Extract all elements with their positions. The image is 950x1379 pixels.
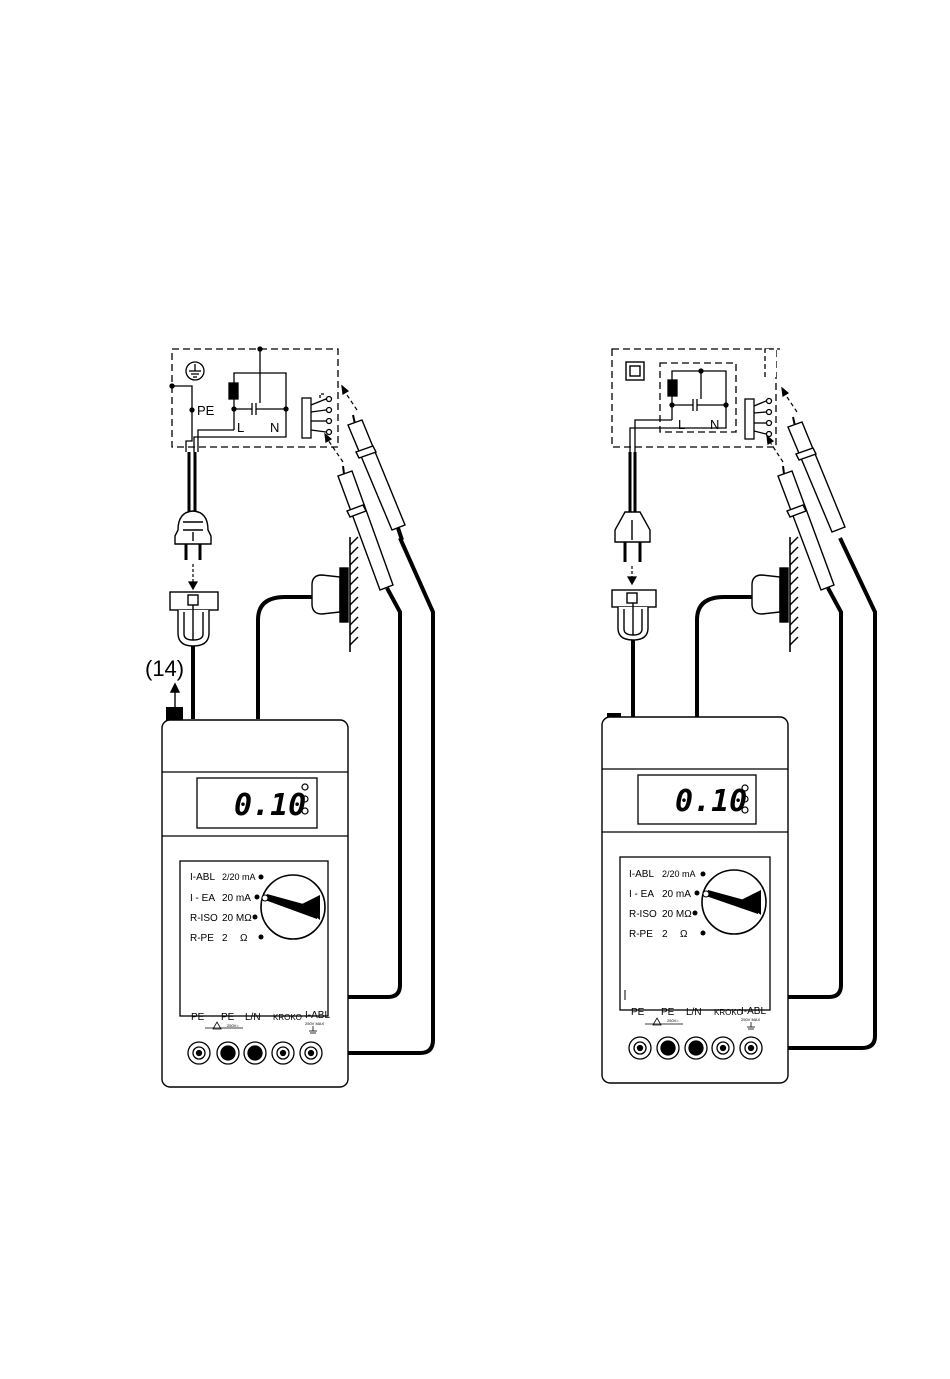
range-value: 20 MΩ — [222, 913, 252, 924]
left-setup: PE L N — [145, 347, 433, 1087]
terminal-label: L/N — [245, 1012, 261, 1023]
right-n-label: N — [710, 417, 719, 432]
right-earth-clamp — [752, 537, 798, 652]
left-tester-instrument: 0.10 I-ABL 2/20 mA I - EA 20 mA R-ISO 20… — [162, 720, 348, 1087]
left-mains-cable — [189, 452, 195, 512]
left-internal-circuit — [170, 347, 288, 452]
left-range-selector-knob[interactable] — [261, 875, 325, 939]
range-value: 2/20 mA — [662, 869, 696, 879]
terminal-label: L/N — [686, 1007, 702, 1018]
right-clamp-cable — [697, 597, 752, 719]
right-setup: L N — [602, 349, 875, 1083]
left-display-value: 0.10 — [234, 788, 306, 823]
range-value: 2 — [662, 929, 668, 940]
range-unit: Ω — [240, 933, 248, 944]
range-value: 2/20 mA — [222, 872, 256, 882]
left-n-label: N — [270, 420, 279, 435]
right-tester-instrument: 0.10 I-ABL 2/20 mA I - EA 20 mA R-ISO 20… — [602, 717, 788, 1083]
left-socket-adapter — [170, 592, 218, 646]
terminal-label: KROKO — [273, 1013, 302, 1022]
protection-class-ii-icon — [626, 362, 644, 380]
right-l-label: L — [678, 417, 685, 432]
left-device-under-test: PE L N — [170, 347, 357, 462]
left-fuse-knob — [166, 707, 183, 720]
range-value: 20 MΩ — [662, 909, 692, 920]
left-pointer-arrow — [171, 684, 179, 708]
terminal-label: I-ABL — [741, 1006, 766, 1017]
earth-symbol-icon — [186, 362, 204, 380]
terminal-sub: 250V= — [227, 1023, 239, 1028]
range-name: I-ABL — [190, 872, 215, 883]
range-name: R-PE — [190, 933, 214, 944]
terminal-label: KROKO — [714, 1008, 743, 1017]
range-value: 20 mA — [222, 893, 251, 904]
left-earth-clamp — [312, 537, 358, 652]
terminal-label: PE — [631, 1007, 645, 1018]
terminal-sub: 250V MAX — [741, 1017, 760, 1022]
range-name: I - EA — [629, 889, 654, 900]
terminal-label: PE — [661, 1007, 675, 1018]
right-socket-adapter — [612, 590, 656, 640]
left-contact-points — [302, 394, 332, 438]
right-range-selector-knob[interactable] — [702, 870, 766, 934]
left-l-label: L — [237, 420, 244, 435]
right-device-under-test: L N — [612, 349, 797, 462]
range-name: I-ABL — [629, 869, 654, 880]
left-clamp-cable — [258, 597, 312, 719]
terminal-sub: 250V= — [667, 1018, 679, 1023]
range-value: 20 mA — [662, 889, 691, 900]
range-name: R-ISO — [190, 913, 218, 924]
terminal-label: I-ABL — [305, 1010, 330, 1021]
range-name: I - EA — [190, 893, 215, 904]
range-value: 2 — [222, 933, 228, 944]
left-pe-label: PE — [197, 403, 215, 418]
left-mains-plug — [175, 511, 211, 560]
left-pointer-label: (14) — [145, 656, 184, 681]
terminal-label: PE — [221, 1012, 235, 1023]
left-plug-arrow — [189, 564, 197, 589]
range-name: R-PE — [629, 929, 653, 940]
right-plug-arrow — [628, 566, 636, 584]
right-mains-cable — [630, 452, 635, 512]
right-display-value: 0.10 — [675, 784, 747, 819]
right-contact-points — [745, 399, 772, 440]
right-mains-plug — [615, 512, 650, 562]
terminal-sub: 250V MAX — [305, 1021, 324, 1026]
terminal-label: PE — [191, 1012, 205, 1023]
range-name: R-ISO — [629, 909, 657, 920]
right-internal-circuit — [630, 369, 728, 452]
range-unit: Ω — [680, 929, 688, 940]
